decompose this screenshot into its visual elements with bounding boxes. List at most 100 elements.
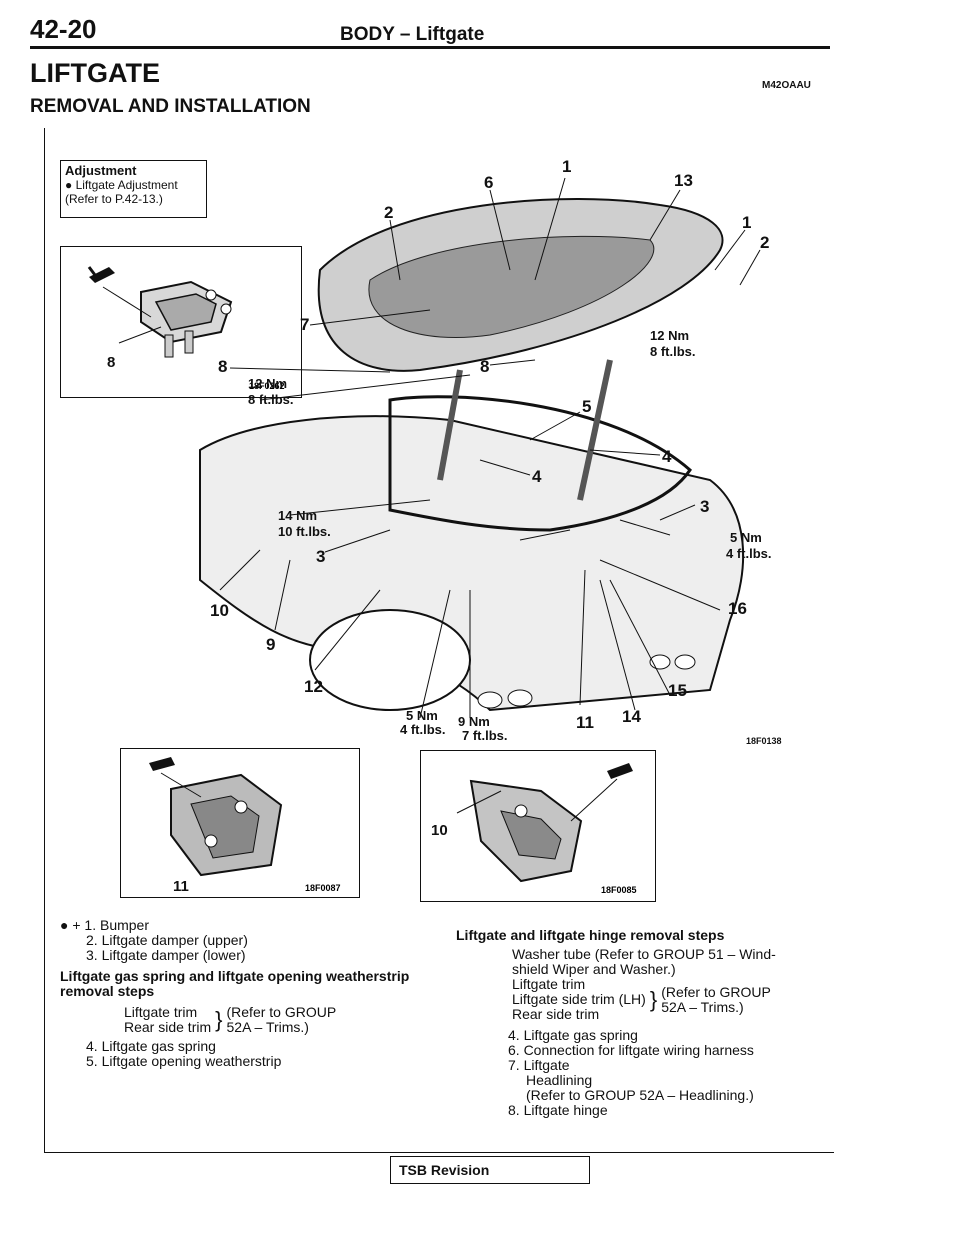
exhaust-left (477, 691, 503, 709)
torque-7ftlbs: 7 ft.lbs. (462, 728, 508, 743)
callout-14: 14 (622, 707, 641, 726)
hinge-figure-code: 18F0262 (249, 381, 285, 391)
right-step-4: 4. Liftgate gas spring (508, 1027, 638, 1043)
adjustment-line-1: ● Liftgate Adjustment (65, 178, 178, 192)
callout-10-inset: 10 (431, 822, 448, 839)
document-code: M42OAAU (762, 80, 811, 91)
right-washer-1: Washer tube (Refer to GROUP 51 – Wind- (512, 946, 776, 962)
torque-5nm-right: 5 Nm (730, 530, 762, 545)
exhaust-right (507, 689, 533, 707)
callout-6: 6 (484, 173, 493, 192)
right-caption: Liftgate and liftgate hinge removal step… (456, 928, 836, 1118)
right-trim-1: Liftgate trim (512, 976, 586, 992)
callout-8-left: 8 (218, 357, 227, 376)
liftgate-inner-panel (368, 235, 655, 338)
gas-spring-left (437, 369, 463, 481)
tool-icon (87, 266, 115, 283)
right-trim-2: Liftgate side trim (LH) (512, 991, 646, 1007)
callout-16: 16 (728, 599, 747, 618)
brace-icon: } (215, 1007, 223, 1032)
left-trim-1: Liftgate trim (124, 1004, 198, 1020)
torque-8ftlbs-right: 8 ft.lbs. (650, 344, 696, 359)
torque-9nm: 9 Nm (458, 714, 490, 729)
right-trim-3: Rear side trim (512, 1006, 600, 1022)
page-header-title: BODY – Liftgate (340, 24, 485, 45)
left-margin-rule (44, 128, 45, 1152)
left-item-1: ● + 1. Bumper (60, 917, 149, 933)
main-figure-code: 18F0138 (746, 736, 782, 746)
adjustment-line-2: (Refer to P.42-13.) (65, 192, 163, 206)
left-ref-1: (Refer to GROUP (226, 1004, 337, 1020)
right-step-8: 8. Liftgate hinge (508, 1102, 608, 1118)
hinge-inset-figure: 8 18F0262 (60, 246, 302, 398)
striker-inset-figure: 10 18F0085 (420, 750, 656, 902)
callout-3-right: 3 (700, 497, 709, 516)
right-trim-group: Liftgate trim Liftgate side trim (LH) Re… (456, 977, 836, 1022)
right-washer-2: shield Wiper and Washer.) (512, 961, 676, 977)
callout-12: 12 (304, 677, 323, 696)
torque-5nm-bottom: 5 Nm (406, 708, 438, 723)
tsb-revision-box: TSB Revision (390, 1156, 590, 1184)
torque-4ftlbs-bottom: 4 ft.lbs. (400, 722, 446, 737)
adjustment-title: Adjustment (65, 163, 137, 178)
leader-lines (219, 177, 761, 719)
subsection-title: REMOVAL AND INSTALLATION (30, 96, 311, 117)
callout-15: 15 (668, 681, 687, 700)
footer-rule (44, 1152, 834, 1153)
right-heading: Liftgate and liftgate hinge removal step… (456, 927, 725, 943)
callout-1-top: 1 (562, 157, 571, 176)
section-title: LIFTGATE (30, 58, 160, 88)
left-trim-2: Rear side trim (124, 1019, 212, 1035)
callout-7: 7 (300, 315, 309, 334)
page-number: 42-20 (30, 14, 97, 44)
callout-5: 5 (582, 397, 591, 416)
left-item-2: 2. Liftgate damper (upper) (86, 932, 248, 948)
callout-3-left: 3 (316, 547, 325, 566)
lock-inset-figure: 11 18F0087 (120, 748, 360, 898)
callout-4-center: 4 (532, 467, 542, 486)
callout-4-right: 4 (662, 447, 672, 466)
torque-4ftlbs-right: 4 ft.lbs. (726, 546, 772, 561)
left-step-4: 4. Liftgate gas spring (86, 1038, 216, 1054)
callout-11-main: 11 (576, 713, 594, 732)
adjustment-box: Adjustment ● Liftgate Adjustment (Refer … (60, 160, 207, 218)
rear-wheel-arch (309, 609, 471, 711)
tool-icon (607, 763, 633, 779)
striker-figure-code: 18F0085 (601, 885, 637, 895)
torque-14nm: 14 Nm (278, 508, 317, 523)
right-ref-1: (Refer to GROUP (661, 983, 771, 1000)
left-step-5: 5. Liftgate opening weatherstrip (86, 1053, 282, 1069)
weatherstrip (388, 395, 692, 532)
right-ref-2: 52A – Trims.) (661, 998, 744, 1015)
brace-icon: } (649, 986, 658, 1012)
right-step-6: 6. Connection for liftgate wiring harnes… (508, 1042, 754, 1058)
torque-10ftlbs: 10 ft.lbs. (278, 524, 331, 539)
lock-illustration: 11 18F0087 (149, 757, 341, 895)
callout-11-inset: 11 (173, 878, 189, 895)
right-step-7: 7. Liftgate (508, 1057, 570, 1073)
left-item-3: 3. Liftgate damper (lower) (86, 947, 246, 963)
torque-8ftlbs-left: 8 ft.lbs. (248, 392, 294, 407)
liftgate-exploded-diagram: 1 6 13 2 1 2 7 12 Nm 8 ft.lbs. 8 8 12 Nm… (199, 157, 772, 743)
right-headlining: Headlining (526, 1072, 593, 1088)
hinge-illustration: 8 18F0262 (87, 266, 285, 391)
left-trim-group: Liftgate trim Rear side trim } (Refer to… (60, 1005, 420, 1035)
tool-icon (149, 757, 175, 771)
callout-9: 9 (266, 635, 275, 654)
right-headlining-ref: (Refer to GROUP 52A – Headlining.) (526, 1087, 754, 1103)
callout-2-right: 2 (760, 233, 769, 252)
left-caption: ● + 1. Bumper 2. Liftgate damper (upper)… (60, 918, 420, 1069)
lock-figure-code: 18F0087 (305, 883, 341, 893)
gas-spring-right (577, 359, 613, 501)
striker-illustration: 10 18F0085 (431, 763, 637, 895)
callout-8-inset: 8 (107, 354, 115, 371)
callout-13: 13 (674, 171, 693, 190)
left-ref-2: 52A – Trims.) (226, 1019, 309, 1035)
callout-8-center: 8 (480, 357, 489, 376)
callout-10: 10 (210, 601, 229, 620)
exhaust-tip-b (674, 654, 696, 670)
header-rule (30, 46, 830, 49)
torque-12nm-left: 12 Nm (248, 376, 287, 391)
callout-2-left: 2 (384, 203, 393, 222)
callout-1-right: 1 (742, 213, 751, 232)
